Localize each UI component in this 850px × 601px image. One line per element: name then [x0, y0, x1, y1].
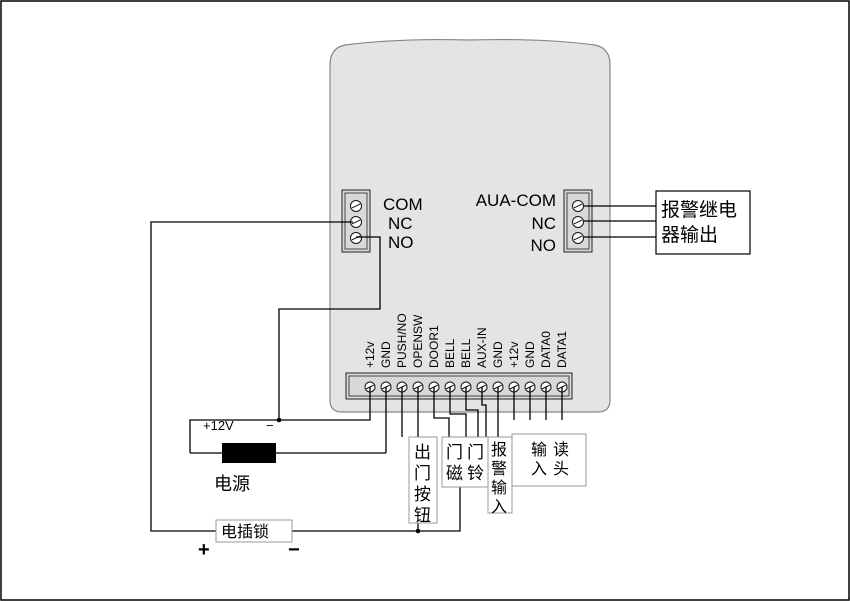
- exit-button-char: 钮: [414, 506, 431, 526]
- alarm-input-char: 入: [491, 497, 507, 516]
- terminal-label: DATA1: [555, 331, 569, 368]
- alarm-output-label-line2: 器输出: [661, 224, 718, 246]
- alarm-input-box: [487, 436, 513, 514]
- lock-relay-com-label: COM: [383, 195, 423, 214]
- reader-box: [511, 433, 587, 487]
- terminal-label: DATA0: [539, 331, 553, 368]
- screw-terminal: [572, 216, 584, 228]
- alarm-output-label-line1: 报警继电: [661, 199, 737, 221]
- door-bell-char: 铃: [467, 464, 484, 484]
- junction-dot: [415, 528, 421, 534]
- terminal-label: PUSH/NO: [395, 313, 409, 368]
- alarm-relay-no-label: NO: [531, 236, 557, 255]
- terminal-label: OPENSW: [411, 314, 425, 368]
- exit-button-char: 按: [414, 485, 431, 505]
- door-magnet-char: 门: [446, 443, 463, 463]
- screw-terminal: [572, 232, 584, 244]
- power-minus-label: −: [266, 418, 274, 433]
- power-supply-battery: [222, 443, 276, 463]
- terminal-label: GND: [523, 341, 537, 368]
- exit-button-char: 出: [414, 443, 431, 463]
- terminal-label: BELL: [459, 338, 473, 368]
- alarm-input-char: 报: [491, 440, 507, 459]
- electric-lock-box: [215, 519, 293, 543]
- terminal-label: DOOR1: [427, 325, 441, 368]
- lock-relay-terminal-block: [341, 189, 371, 253]
- reader-input-char: 输: [531, 440, 547, 459]
- lock-relay-no-label: NO: [388, 233, 414, 252]
- screw-terminal: [350, 200, 362, 212]
- terminal-label: +12v: [507, 342, 521, 368]
- electric-lock-label: 电插锁: [221, 522, 269, 541]
- terminal-label: BELL: [443, 338, 457, 368]
- exit-button-char: 门: [414, 464, 431, 484]
- screw-terminal: [572, 200, 584, 212]
- terminal-label: +12v: [363, 342, 377, 368]
- bottom-terminal-strip: [345, 372, 573, 400]
- alarm-input-char: 警: [491, 459, 507, 478]
- power-supply-label: 电源: [214, 474, 250, 495]
- reader-head-char: 头: [553, 459, 569, 478]
- wiring: [150, 205, 656, 532]
- alarm-input-char: 输: [491, 478, 507, 497]
- alarm-output-box: [655, 190, 751, 255]
- screw-terminal: [350, 232, 362, 244]
- reader-head-char: 读: [553, 440, 569, 459]
- controller-body: [329, 38, 611, 413]
- door-magnet-char: 磁: [446, 464, 463, 484]
- terminal-label: AUX-IN: [475, 327, 489, 368]
- power-plus-label: +12V: [203, 418, 234, 433]
- lock-minus-label: −: [288, 539, 300, 561]
- door-bell-char: 门: [467, 443, 484, 463]
- alarm-relay-com-label: AUA-COM: [476, 191, 556, 210]
- lock-plus-label: +: [198, 539, 210, 561]
- terminal-label: GND: [379, 341, 393, 368]
- exit-button-box: [408, 436, 438, 524]
- lock-relay-nc-label: NC: [388, 214, 413, 233]
- reader-input-char: 入: [531, 459, 547, 478]
- terminal-label: GND: [491, 341, 505, 368]
- alarm-relay-nc-label: NC: [531, 214, 556, 233]
- junction-dot: [276, 417, 282, 423]
